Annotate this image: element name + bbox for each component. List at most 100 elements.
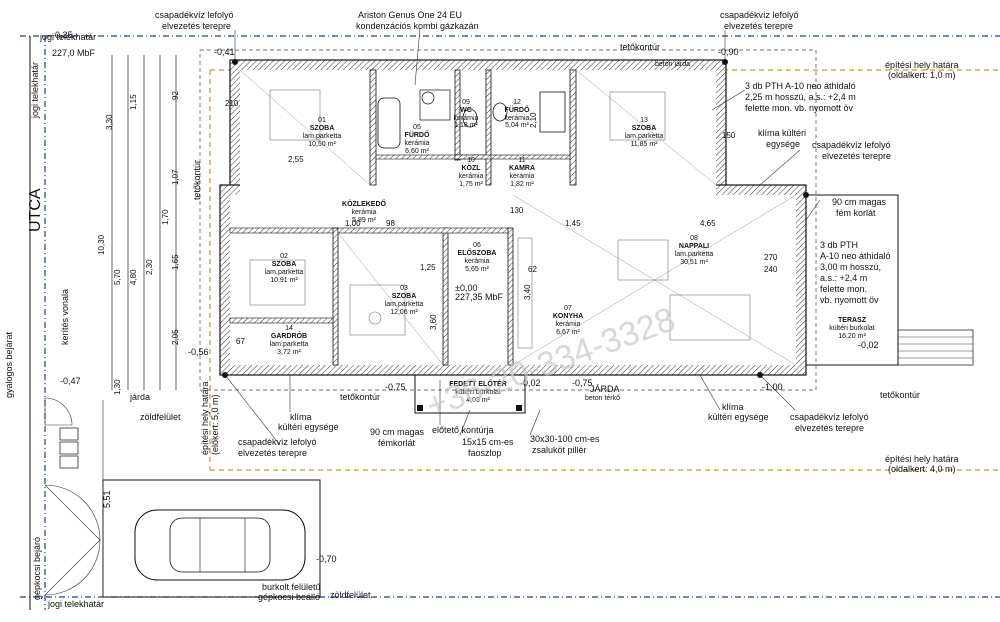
label-epitesi-top1: építési hely határa	[885, 60, 959, 70]
north-wing-interior	[240, 70, 716, 185]
svg-text:1,07: 1,07	[171, 169, 180, 185]
label-klima2a: klíma	[290, 412, 312, 422]
svg-text:1,45: 1,45	[565, 219, 581, 228]
furniture	[249, 89, 751, 349]
svg-text:10,30: 10,30	[97, 234, 106, 255]
svg-text:67: 67	[236, 337, 245, 346]
room-terrace: TERASZ kültéri burkolat 16,20 m²	[829, 317, 875, 340]
label-level-000: ±0,00	[455, 283, 477, 293]
label-tetokontur-left: tetőkontúr	[192, 160, 202, 200]
label-level-041: -0,41	[214, 47, 235, 57]
label-pth2c: 3,00 m hosszú,	[820, 262, 881, 272]
interior-walls	[229, 69, 577, 366]
svg-text:5,65 m²: 5,65 m²	[465, 266, 489, 273]
svg-text:2,05: 2,05	[171, 329, 180, 345]
svg-text:SZOBA: SZOBA	[272, 261, 297, 268]
svg-text:4,80: 4,80	[129, 269, 138, 285]
label-level-090: -0,90	[718, 47, 739, 57]
wing-join	[240, 180, 716, 200]
svg-text:1,00: 1,00	[345, 219, 361, 228]
label-fkorlat2: fémkorlát	[378, 438, 416, 448]
svg-text:02: 02	[280, 253, 288, 260]
room-12: 12 FÜRDŐ kerámia 5,04 m²	[505, 99, 530, 129]
svg-text:4,03 m²: 4,03 m²	[466, 397, 490, 404]
label-epitesi-top2: (oldalkert: 1,0 m)	[888, 70, 956, 80]
svg-text:05: 05	[413, 124, 421, 131]
svg-text:GARDRÓB: GARDRÓB	[271, 331, 307, 340]
svg-text:240: 240	[764, 265, 778, 274]
label-level-075a: -0,75	[385, 382, 406, 392]
svg-text:5,89 m²: 5,89 m²	[352, 217, 376, 224]
label-csapadek1b: elvezetés terepre	[162, 21, 231, 31]
label-level-227: 227,0 MbF	[52, 48, 96, 58]
svg-text:1,82 m²: 1,82 m²	[510, 181, 534, 188]
svg-text:3,30: 3,30	[105, 114, 114, 130]
room-02: 02 SZOBA lam.parketta 10,91 m²	[265, 253, 304, 284]
svg-text:62: 62	[528, 265, 537, 274]
label-zoldfelulet: zöldfelület	[140, 412, 181, 422]
svg-text:3,40: 3,40	[523, 284, 532, 300]
vehicle-gate	[44, 484, 101, 596]
label-burkolt2: gépkocsi beálló	[258, 592, 320, 602]
label-fkorlat1: 90 cm magas	[370, 427, 425, 437]
svg-text:16,20 m²: 16,20 m²	[838, 333, 866, 340]
svg-text:1,65: 1,65	[171, 254, 180, 270]
svg-text:KÖZL: KÖZL	[461, 163, 481, 172]
room-labels: 01 SZOBA lam.parketta 10,50 m² 05 FÜRDŐ …	[265, 99, 875, 404]
label-pth2f: vb. nyomott öv	[820, 295, 879, 305]
car-icon	[134, 509, 306, 581]
label-level-056: -0,56	[188, 347, 209, 357]
svg-text:3,60: 3,60	[429, 314, 438, 330]
svg-text:130: 130	[510, 206, 524, 215]
svg-text:lam.parketta: lam.parketta	[303, 133, 342, 140]
terrace-steps	[897, 329, 974, 366]
covered-porch	[414, 374, 526, 414]
label-klima3a: klíma	[722, 402, 744, 412]
room-07: 07 KONYHA kerámia 6,67 m²	[553, 305, 583, 336]
label-piller1: 30x30-100 cm-es	[530, 434, 600, 444]
post-left	[417, 405, 423, 411]
pedestrian-gate	[44, 397, 73, 426]
label-kerites: kerítés vonala	[60, 289, 70, 345]
label-pth2a: 3 db PTH	[820, 240, 858, 250]
label-jarda-bot2: beton térkő	[585, 395, 620, 402]
svg-text:kerámia: kerámia	[510, 173, 535, 180]
svg-text:3,72 m²: 3,72 m²	[277, 349, 301, 356]
svg-text:1,75 m²: 1,75 m²	[459, 181, 483, 188]
svg-text:2,10: 2,10	[529, 112, 538, 128]
post-right	[516, 405, 522, 411]
label-level-002: -0,02	[520, 378, 541, 388]
label-csapadek3b: elvezetés terepre	[822, 151, 891, 161]
svg-text:98: 98	[386, 219, 395, 228]
svg-text:5,70: 5,70	[113, 269, 122, 285]
label-faoszlop2: faoszlop	[468, 448, 502, 458]
svg-text:SZOBA: SZOBA	[632, 125, 657, 132]
svg-text:TERASZ: TERASZ	[838, 317, 867, 324]
svg-text:4,65: 4,65	[700, 219, 716, 228]
room-03: 03 SZOBA lam.parketta 12,06 m²	[385, 285, 424, 316]
label-level-035: -0,35	[52, 30, 73, 40]
svg-text:kerámia: kerámia	[405, 140, 430, 147]
label-epitesi-oldal: építési hely határa	[200, 381, 210, 455]
svg-text:10,91 m²: 10,91 m²	[270, 277, 298, 284]
label-pth1c: felette mon. vb. nyomott öv	[745, 103, 854, 113]
svg-text:1,25: 1,25	[420, 263, 436, 272]
room-04: KÖZLEKEDŐ kerámia 5,89 m²	[342, 199, 387, 224]
label-level-070: -0,70	[316, 554, 337, 564]
label-gepkocsi: gépkocsi bejáró	[32, 537, 42, 600]
label-level-047: -0,47	[60, 376, 81, 386]
label-ariston2: kondenzációs kombi gázkazán	[356, 21, 479, 31]
svg-text:92: 92	[171, 91, 180, 100]
label-epitesi-bot1: építési hely határa	[885, 454, 959, 464]
svg-text:1,30: 1,30	[113, 379, 122, 395]
svg-text:11: 11	[518, 157, 525, 164]
svg-text:2,55: 2,55	[288, 155, 304, 164]
bathroom-fixtures	[377, 89, 566, 149]
svg-text:12,06 m²: 12,06 m²	[390, 309, 418, 316]
svg-text:6,67 m²: 6,67 m²	[556, 329, 580, 336]
svg-text:2,30: 2,30	[145, 259, 154, 275]
label-faoszlop1: 15x15 cm-es	[462, 437, 514, 447]
label-level-100: -1,00	[762, 382, 783, 392]
svg-text:lam.parketta: lam.parketta	[625, 133, 664, 140]
label-gyalogos: gyalogos bejárat	[4, 331, 14, 398]
